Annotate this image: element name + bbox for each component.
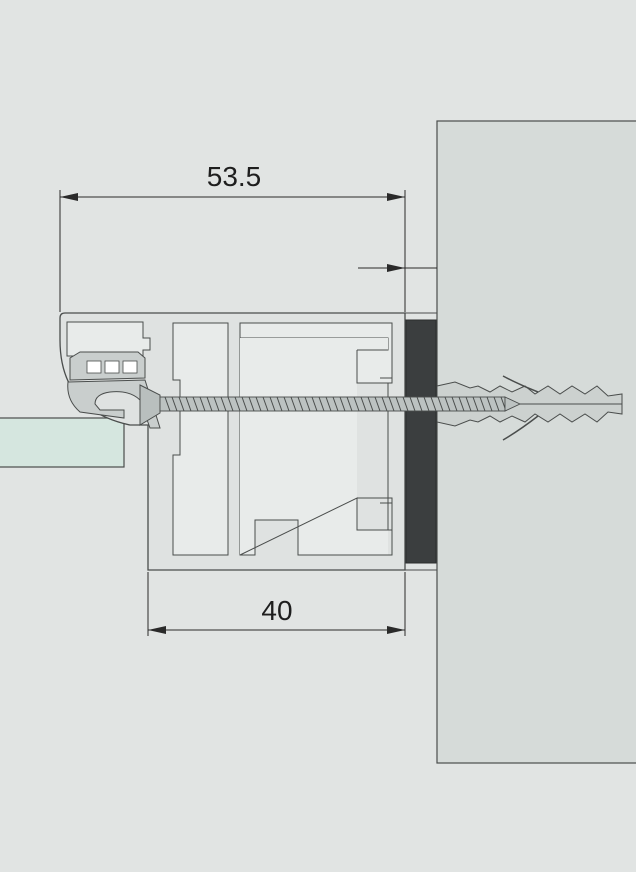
wall-plug-icon (436, 375, 623, 441)
wall-seal-strip (405, 319, 437, 564)
screw-icon (139, 384, 522, 426)
dimension-wall-gap (358, 260, 437, 312)
dimension-label-overall: 53.5 (207, 161, 262, 192)
glass-panel (0, 417, 125, 468)
dimension-profile-width: 40 (147, 572, 406, 636)
dimension-label-profile: 40 (261, 595, 292, 626)
glazing-gasket (67, 351, 161, 429)
wall (436, 120, 636, 764)
dimension-overall-width: 53.5 (59, 161, 406, 312)
